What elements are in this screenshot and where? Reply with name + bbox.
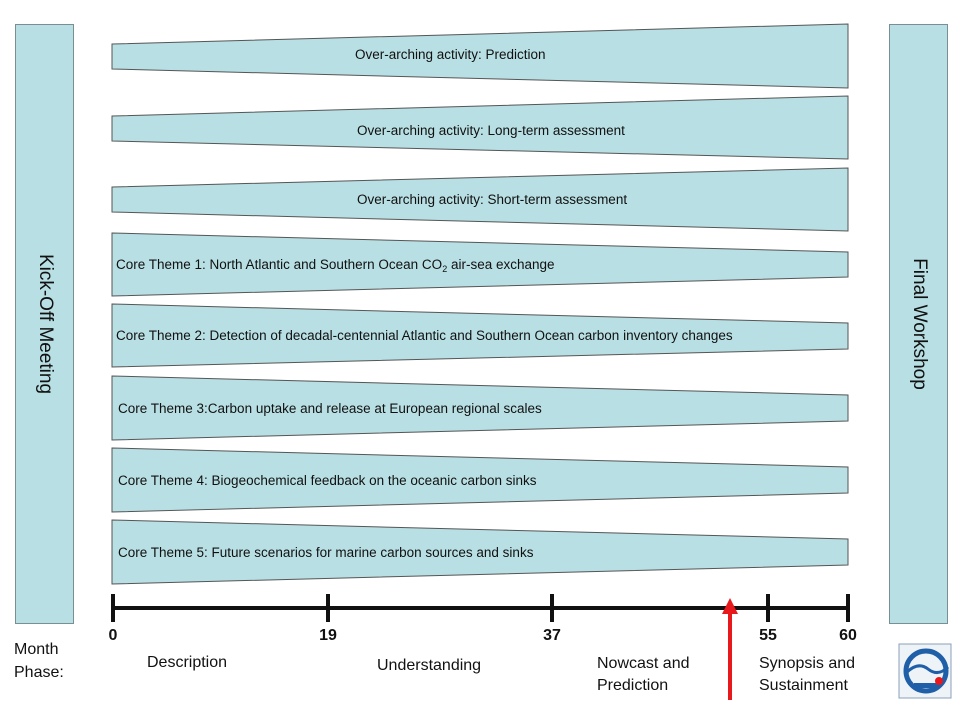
core-theme-1-text: Core Theme 1: North Atlantic and Souther…	[116, 257, 443, 272]
activity-label-core-theme-1: Core Theme 1: North Atlantic and Souther…	[116, 257, 555, 274]
phase-caption: Phase:	[14, 664, 64, 681]
phase-nowcast: Nowcast and Prediction	[597, 653, 690, 697]
core-theme-1-subscript: 2	[442, 264, 448, 274]
wedge-core-theme-5	[111, 519, 849, 585]
tick-label-19: 19	[319, 627, 337, 644]
wedge-short-term	[111, 167, 849, 232]
phase-understanding: Understanding	[377, 655, 481, 677]
wedge-long-term	[111, 95, 849, 160]
phase-understanding-line1: Understanding	[377, 657, 482, 674]
carboocean-logo-icon	[898, 643, 952, 699]
activity-label-core-theme-2: Core Theme 2: Detection of decadal-cente…	[116, 328, 733, 343]
activity-label-core-theme-4: Core Theme 4: Biogeochemical feedback on…	[118, 473, 537, 488]
phase-synopsis-line1: Synopsis and	[759, 655, 856, 672]
activity-label-core-theme-5: Core Theme 5: Future scenarios for marin…	[118, 545, 534, 560]
wedge-core-theme-4	[111, 447, 849, 513]
activity-label-core-theme-3: Core Theme 3:Carbon uptake and release a…	[118, 401, 542, 416]
phase-synopsis: Synopsis and Sustainment	[759, 653, 855, 697]
core-theme-1-text-end: air-sea exchange	[447, 257, 555, 272]
final-workshop-bar: Final Workshop	[889, 24, 948, 624]
phase-description: Description	[147, 652, 227, 674]
wedge-prediction	[111, 23, 849, 89]
phase-description-line1: Description	[147, 654, 228, 671]
month-caption: Month	[14, 641, 59, 658]
activity-label-prediction: Over-arching activity: Prediction	[355, 47, 546, 62]
kickoff-meeting-bar: Kick-Off Meeting	[15, 24, 74, 624]
tick-label-37: 37	[543, 627, 561, 644]
phase-nowcast-line1: Nowcast and	[597, 655, 690, 672]
wedge-core-theme-1	[111, 232, 849, 297]
activity-label-short-term: Over-arching activity: Short-term assess…	[357, 192, 628, 207]
wedge-core-theme-3	[111, 375, 849, 441]
wedge-core-theme-2	[111, 303, 849, 368]
phase-nowcast-line2: Prediction	[597, 677, 669, 694]
tick-label-0: 0	[108, 627, 118, 644]
phase-synopsis-line2: Sustainment	[759, 677, 848, 694]
tick-label-55: 55	[759, 627, 777, 644]
activity-label-long-term: Over-arching activity: Long-term assessm…	[357, 123, 625, 138]
current-position-arrow	[722, 598, 738, 700]
tick-label-60: 60	[839, 627, 857, 644]
